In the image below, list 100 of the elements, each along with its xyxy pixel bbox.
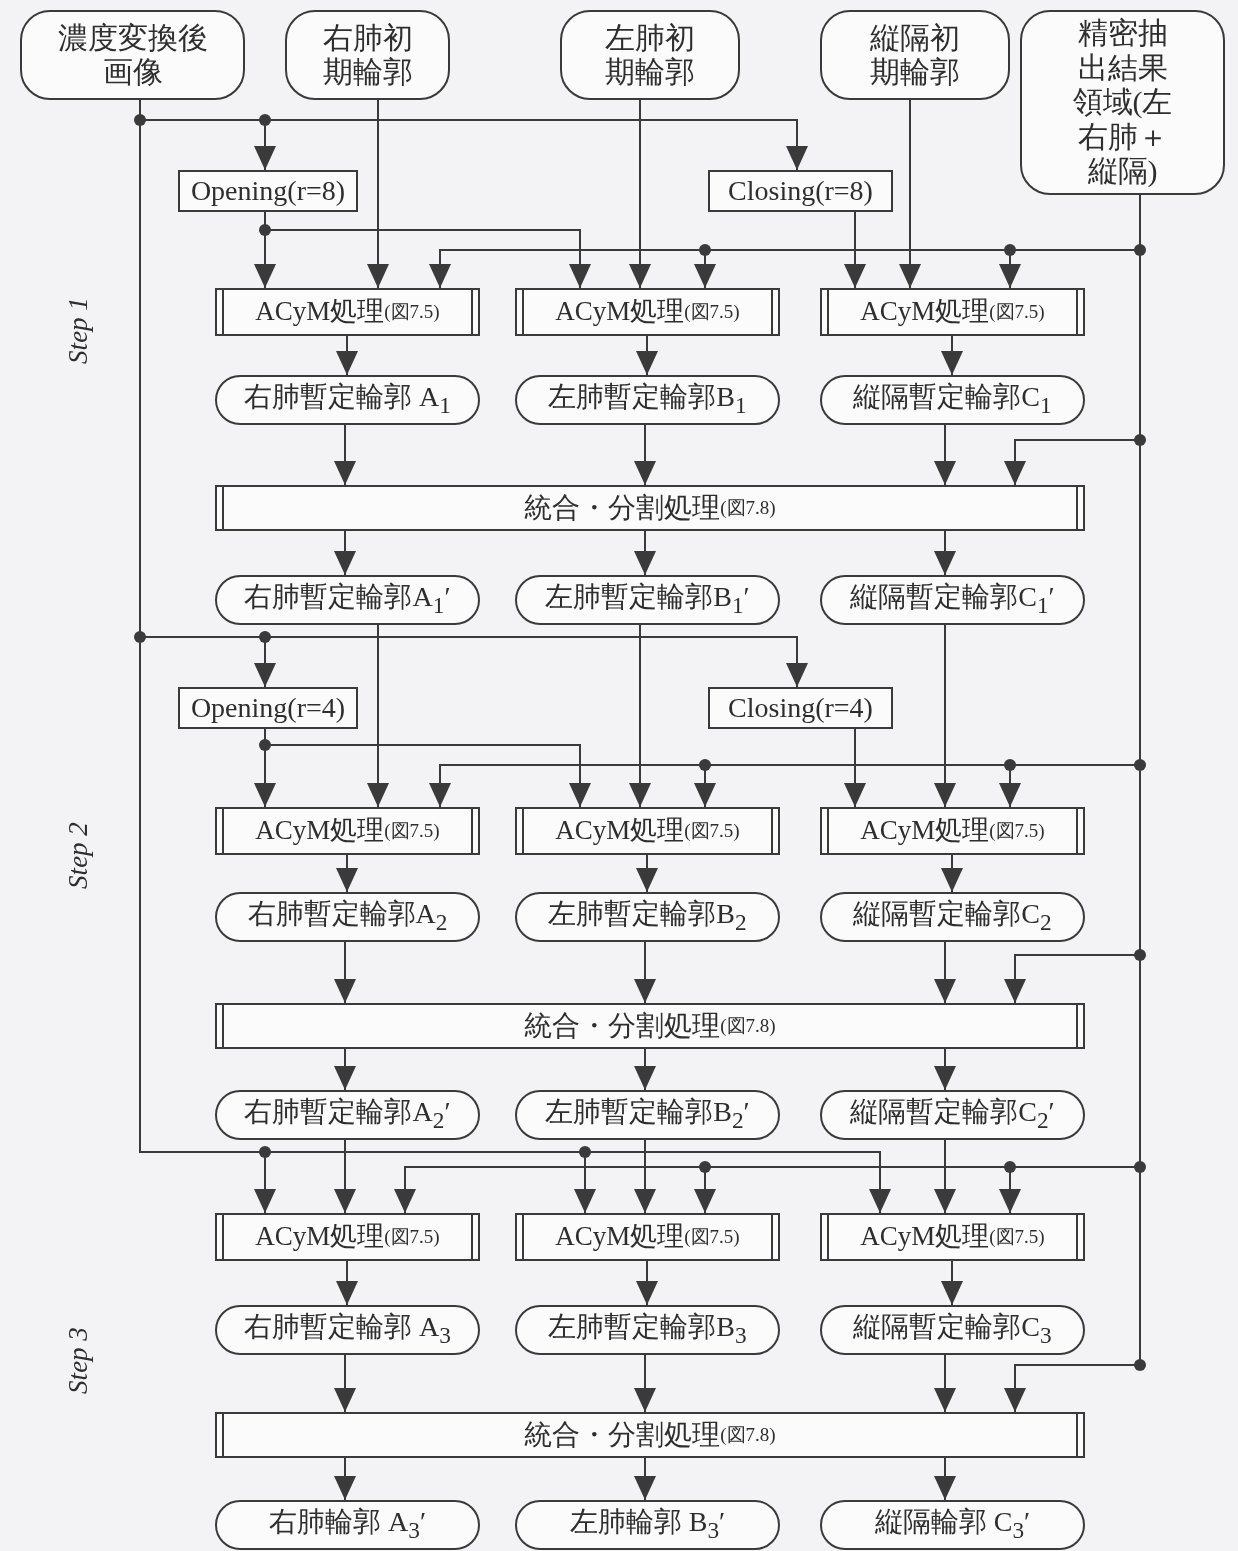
figure-reference: (図7.8) [720, 497, 776, 519]
arrow [934, 1354, 956, 1413]
arrow [634, 1139, 656, 1214]
figure-reference: (図7.5) [384, 301, 440, 323]
node-text: Closing(r=8) [728, 174, 873, 208]
figure-reference: (図7.5) [384, 1226, 440, 1248]
arrow [934, 530, 956, 576]
node-text: 統合・分割処理 [524, 1009, 721, 1043]
terminal-box [215, 1500, 480, 1550]
predefined-process-box [215, 1213, 480, 1261]
arrow [629, 99, 651, 289]
figure-reference: (図7.8) [720, 1015, 776, 1037]
arrow [934, 1457, 956, 1501]
step-label: Step 1 [62, 296, 94, 364]
node-text: 濃度変換後画像 [56, 20, 209, 90]
node-text: 右肺初期輪郭 [321, 20, 414, 90]
arrow [634, 424, 656, 486]
predefined-process-box [215, 1003, 1085, 1049]
node-text: 縦隔暫定輪郭C$_{1}$′ [850, 581, 1055, 619]
arrow [336, 854, 358, 893]
arrow [367, 99, 389, 289]
terminal-box [215, 1305, 480, 1355]
terminal-box [285, 10, 450, 100]
arrow [334, 424, 356, 486]
terminal-box [820, 1305, 1085, 1355]
figure-reference: (図7.5) [684, 820, 740, 842]
arrow [934, 424, 956, 486]
node-text: 左肺輪郭 B$_{3}$′ [569, 1506, 726, 1544]
arrow [636, 854, 658, 893]
step-label: Step 2 [62, 821, 94, 889]
terminal-box [515, 1500, 780, 1550]
arrow [934, 1139, 956, 1214]
terminal-box [515, 1305, 780, 1355]
arrow [941, 854, 963, 893]
node-text: 統合・分割処理 [524, 1418, 721, 1452]
arrow [334, 1354, 356, 1413]
terminal-box [215, 375, 480, 425]
node-text: 左肺暫定輪郭B$_{1}$ [548, 381, 747, 419]
terminal-box [515, 892, 780, 942]
predefined-process-box [215, 485, 1085, 531]
terminal-box [820, 10, 1010, 100]
node-text: ACyM処理 [860, 815, 990, 847]
node-text: ACyM処理 [860, 296, 990, 328]
terminal-box [215, 575, 480, 625]
terminal-box [560, 10, 740, 100]
terminal-box [215, 1090, 480, 1140]
step-label: Step 3 [62, 1326, 94, 1394]
arrow [367, 624, 389, 808]
node-text: 縦隔輪郭 C$_{3}$′ [874, 1506, 1031, 1544]
arrow [334, 530, 356, 576]
node-text: 左肺暫定輪郭B$_{2}$′ [545, 1096, 750, 1134]
arrow [634, 1457, 656, 1501]
predefined-process-box [515, 807, 780, 855]
terminal-box [515, 1090, 780, 1140]
figure-reference: (図7.5) [989, 301, 1045, 323]
node-text: 右肺暫定輪郭A$_{2}$′ [244, 1096, 451, 1134]
node-text: 縦隔暫定輪郭C$_{2}$′ [850, 1096, 1055, 1134]
arrow [334, 1457, 356, 1501]
terminal-box [820, 1090, 1085, 1140]
arrow [334, 941, 356, 1004]
predefined-process-box [215, 807, 480, 855]
arrow [634, 1048, 656, 1091]
node-text: 右肺暫定輪郭A$_{1}$′ [244, 581, 451, 619]
arrow [934, 624, 956, 808]
process-box [708, 687, 893, 729]
node-text: 左肺暫定輪郭B$_{1}$′ [545, 581, 750, 619]
arrow [844, 728, 866, 808]
node-text: Opening(r=4) [190, 691, 346, 725]
arrow [634, 1354, 656, 1413]
arrow [634, 941, 656, 1004]
node-text: 左肺暫定輪郭B$_{3}$ [548, 1311, 747, 1349]
arrow [636, 335, 658, 376]
terminal-box [515, 575, 780, 625]
process-box [178, 170, 358, 212]
arrow [941, 335, 963, 376]
node-text: ACyM処理 [255, 815, 385, 847]
process-box [178, 687, 358, 729]
node-text: Closing(r=4) [728, 691, 873, 725]
arrow [336, 335, 358, 376]
arrow [934, 941, 956, 1004]
node-text: ACyM処理 [860, 1221, 990, 1253]
predefined-process-box [820, 288, 1085, 336]
arrow [336, 1260, 358, 1306]
node-text: 縦隔暫定輪郭C$_{3}$ [853, 1311, 1052, 1349]
node-text: 左肺初期輪郭 [604, 20, 696, 90]
arrow [844, 211, 866, 289]
arrow [934, 1048, 956, 1091]
node-text: 右肺暫定輪郭A$_{2}$ [247, 898, 448, 936]
terminal-box [215, 892, 480, 942]
node-text: 縦隔初期輪郭 [869, 20, 961, 90]
arrow [629, 624, 651, 808]
predefined-process-box [515, 288, 780, 336]
figure-reference: (図7.5) [989, 820, 1045, 842]
predefined-process-box [515, 1213, 780, 1261]
predefined-process-box [820, 1213, 1085, 1261]
predefined-process-box [820, 807, 1085, 855]
node-text: 右肺暫定輪郭 A$_{1}$ [244, 381, 451, 419]
terminal-box [820, 892, 1085, 942]
node-text: ACyM処理 [255, 1221, 385, 1253]
node-text: Opening(r=8) [190, 174, 346, 208]
